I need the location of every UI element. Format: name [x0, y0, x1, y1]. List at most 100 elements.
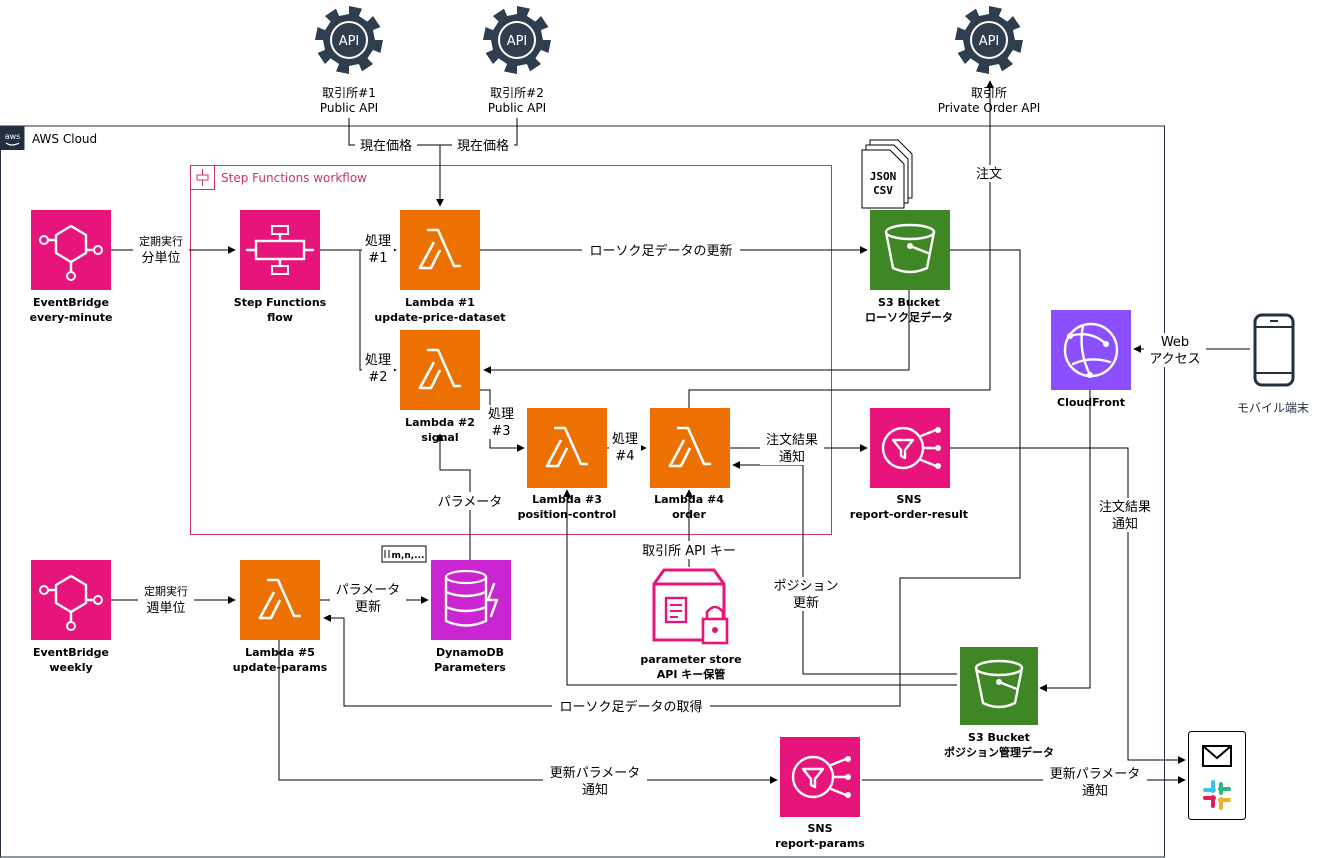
dynamodb-attrs-text: m,n,... [392, 551, 425, 561]
lambda5-label-1: Lambda #5 [245, 646, 315, 659]
eb-weekly-label-2: weekly [49, 661, 92, 674]
sns-report-params: SNS report-params [775, 737, 865, 850]
s3-candle-label-1: S3 Bucket [878, 296, 940, 309]
doc-label-csv: CSV [873, 184, 893, 197]
eb-weekly-label-1: EventBridge [33, 646, 109, 659]
exchange2-public-api: API 取引所#2 Public API [483, 6, 551, 115]
cloudfront: CloudFront [1051, 310, 1131, 409]
s3-bucket-position-data: S3 Bucket ポジション管理データ [944, 647, 1054, 759]
api-gear-icon [483, 6, 551, 74]
edge-label-proc2-1: 処理 [365, 353, 391, 368]
lambda1-update-price-dataset: Lambda #1 update-price-dataset [374, 210, 506, 324]
edge-cloudfront-s3pos [1039, 390, 1091, 692]
mail-icon [1202, 745, 1232, 767]
eventbridge-every-minute: EventBridge every-minute [30, 210, 112, 324]
lambda3-position-control: Lambda #3 position-control [518, 408, 617, 521]
edge-label-param-update-1: パラメータ [336, 583, 401, 598]
exchange1-public-api: API 取引所#1 Public API [315, 6, 383, 115]
s3-position-label-1: S3 Bucket [968, 731, 1030, 744]
dynamodb-label-1: DynamoDB [436, 646, 504, 659]
exchange-private-order-api: API 取引所 Private Order API [938, 6, 1041, 115]
edge-label-proc4-1: 処理 [612, 432, 638, 447]
dynamodb-attributes-icon: m,n,... [381, 545, 427, 563]
s3-bucket-candle-data: S3 Bucket ローソク足データ [865, 210, 953, 324]
gear-inner-ring [330, 21, 368, 59]
edge-ddb-lambda2 [436, 433, 471, 560]
lambda2-label-1: Lambda #2 [405, 416, 475, 429]
api3-label-2: Private Order API [938, 101, 1041, 115]
edge-label-schedule-minute-1: 定期実行 [139, 234, 183, 248]
lambda-icon [240, 560, 320, 640]
sns-report-order-result: SNS report-order-result [850, 408, 968, 521]
gear-outline [955, 6, 1023, 74]
edge-label-web-access-1: Web [1161, 335, 1189, 350]
param-store-label-1: parameter store [640, 653, 741, 666]
sns-icon [870, 408, 950, 488]
gear-inner-ring [498, 21, 536, 59]
edge-label-price1: 現在価格 [360, 138, 412, 154]
sns-params-label-2: report-params [775, 837, 865, 850]
sfn-label-2: flow [267, 311, 293, 324]
edge-label-schedule-weekly-1: 定期実行 [144, 584, 188, 598]
slack-icon [1203, 780, 1231, 810]
svg-text:aws: aws [5, 132, 21, 141]
cloudfront-icon [1051, 310, 1131, 390]
edge-label-proc1-1: 処理 [365, 234, 391, 249]
lambda4-label-1: Lambda #4 [654, 493, 724, 506]
edge-label-order: 注文 [976, 167, 1002, 182]
eb-minute-label-1: EventBridge [33, 296, 109, 309]
param-store-label-2: API キー保管 [657, 667, 726, 681]
lambda3-label-1: Lambda #3 [532, 493, 602, 506]
edge-label-proc3-2: #3 [491, 424, 510, 439]
edge-label-candle-get: ローソク足データの取得 [559, 699, 702, 715]
edge-label-proc1-2: #1 [368, 251, 387, 266]
edge-label-param-notify-2: 通知 [582, 782, 608, 798]
edge-label-order-result-b2: 通知 [1112, 516, 1138, 532]
lambda-icon [650, 408, 730, 488]
edge-label-web-access-2: アクセス [1149, 352, 1200, 367]
api-gear-icon [315, 6, 383, 74]
mobile-label: モバイル端末 [1237, 401, 1309, 415]
step-functions-workflow-icon [190, 165, 215, 190]
edge-label-api-key: 取引所 API キー [642, 544, 736, 559]
edge-s3pos-lambda3 [563, 489, 957, 686]
mobile-phone-icon [1253, 313, 1295, 387]
api-gear-text: API [507, 34, 528, 49]
lambda2-signal: Lambda #2 signal [400, 330, 480, 444]
api1-label-1: 取引所#1 [322, 86, 376, 100]
sns-order-label-1: SNS [896, 493, 921, 506]
edge-sns-notify [950, 447, 1186, 764]
eventbridge-icon [31, 210, 111, 290]
lambda-icon [527, 408, 607, 488]
parameter-store-icon [652, 568, 729, 645]
lambda3-label-2: position-control [518, 508, 617, 521]
step-functions-workflow-group: Step Functions workflow [190, 165, 832, 535]
edge-lambda4-api3 [688, 80, 994, 408]
edge-label-param-notify-1: 更新パラメータ [550, 765, 641, 781]
edge-labels: 現在価格 現在価格 定期実行 分単位 処理 #1 処理 #2 処理 #3 処理 … [133, 137, 1206, 799]
sfn-label-1: Step Functions [234, 296, 327, 309]
api-gear-icon [955, 6, 1023, 74]
lambda1-label-1: Lambda #1 [405, 296, 475, 309]
lambda1-label-2: update-price-dataset [374, 311, 505, 324]
aws-cloud-group: aws AWS Cloud [0, 125, 1165, 858]
edge-label-schedule-minute-2: 分単位 [141, 250, 180, 266]
s3-bucket-icon [870, 210, 950, 290]
api2-label-1: 取引所#2 [490, 86, 544, 100]
lambda5-update-params: Lambda #5 update-params [233, 560, 328, 674]
edge-s3pos-lambda4 [732, 461, 957, 675]
sns-params-label-1: SNS [807, 822, 832, 835]
lambda5-label-2: update-params [233, 661, 328, 674]
doc-label-json: JSON [870, 170, 897, 183]
edge-label-candle-update: ローソク足データの更新 [589, 243, 732, 259]
eventbridge-weekly: EventBridge weekly [31, 560, 111, 674]
gear-outline [315, 6, 383, 74]
eventbridge-icon [31, 560, 111, 640]
notification-target [1188, 731, 1246, 820]
dynamodb-label-2: Parameters [434, 661, 506, 674]
edge-label-position-update-2: 更新 [793, 595, 819, 611]
edge-label-param-notify-b1: 更新パラメータ [1050, 766, 1141, 782]
edge-label-position-update-1: ポジション [773, 579, 838, 594]
dynamodb-parameters: DynamoDB Parameters [431, 560, 511, 674]
